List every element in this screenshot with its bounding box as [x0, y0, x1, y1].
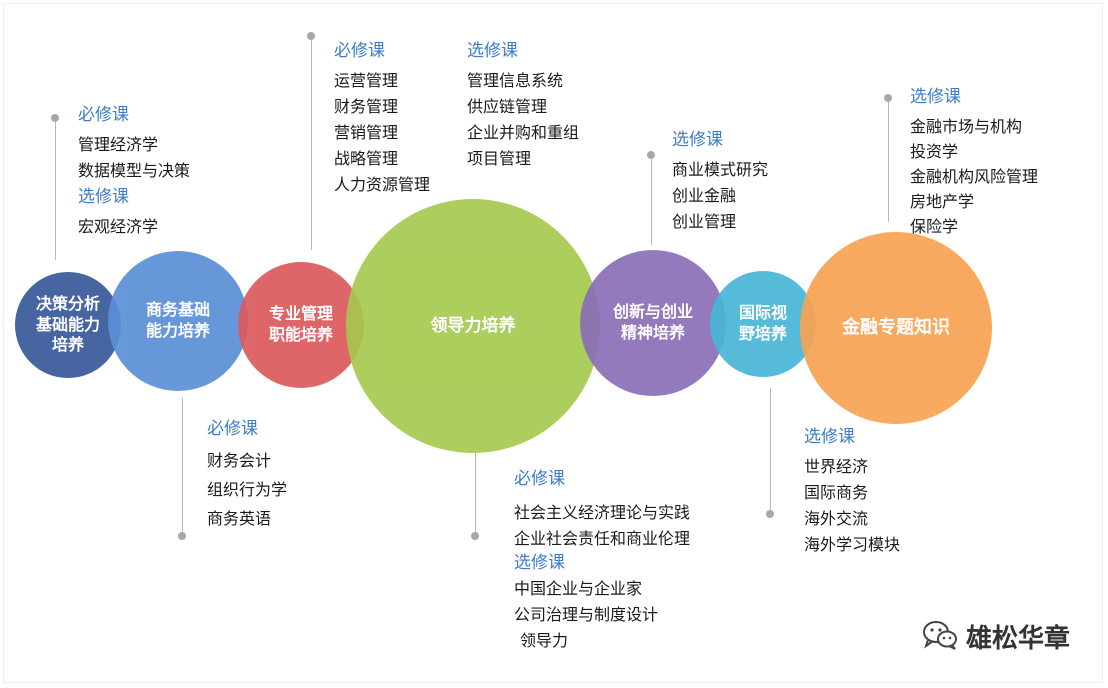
- watermark-text: 雄松华章: [966, 624, 1071, 654]
- business-course-list: 必修课 财务会计 组织行为学 商务英语: [207, 418, 287, 533]
- circle-business-foundation: 商务基础 能力培养: [108, 251, 248, 391]
- international-course-list: 选修课 世界经济 国际商务 海外交流 海外学习模块: [804, 426, 900, 558]
- course-item: 项目管理: [467, 149, 532, 168]
- connector-line: [475, 452, 476, 536]
- course-item: 房地产学: [910, 192, 975, 211]
- course-item: 商业模式研究: [672, 160, 769, 179]
- course-item: 创业管理: [672, 212, 737, 231]
- course-item: 世界经济: [804, 457, 869, 476]
- innovation-course-list: 选修课 商业模式研究 创业金融 创业管理: [672, 129, 768, 235]
- course-type-header: 必修课: [207, 419, 258, 439]
- watermark: 雄松华章: [922, 618, 1070, 655]
- course-item: 创业金融: [672, 186, 737, 205]
- wechat-icon: [922, 620, 958, 654]
- course-item: 保险学: [910, 217, 959, 236]
- course-item: 战略管理: [334, 149, 399, 168]
- finance-course-list: 选修课 金融市场与机构 投资学 金融机构风险管理 房地产学 保险学: [910, 86, 1038, 239]
- connector-dot: [884, 94, 892, 102]
- circle-leadership: 领导力培养: [346, 199, 600, 453]
- course-type-header: 选修课: [467, 41, 518, 61]
- course-type-header: 必修课: [334, 41, 385, 61]
- circle-finance: 金融专题知识: [800, 232, 992, 424]
- course-item: 企业并购和重组: [467, 123, 580, 142]
- decision-course-list: 必修课 管理经济学 数据模型与决策 选修课 宏观经济学: [78, 104, 190, 240]
- circle-decision-analysis: 决策分析 基础能力 培养: [15, 272, 121, 378]
- diagram-frame: [3, 3, 1103, 683]
- connector-line: [888, 98, 889, 222]
- connector-line: [311, 36, 312, 250]
- course-item: 组织行为学: [207, 480, 288, 499]
- connector-dot: [307, 32, 315, 40]
- professional-elective-list: 选修课 管理信息系统 供应链管理 企业并购和重组 项目管理: [467, 40, 579, 172]
- circle-label: 金融专题知识: [842, 317, 950, 339]
- course-item: 管理信息系统: [467, 71, 564, 90]
- circle-label: 国际视 野培养: [738, 303, 787, 343]
- course-type-header: 选修课: [804, 427, 855, 447]
- course-type-header: 选修课: [672, 130, 723, 150]
- connector-dot: [766, 510, 774, 518]
- course-type-header: 选修课: [514, 553, 565, 573]
- course-item: 公司治理与制度设计: [514, 605, 659, 624]
- course-item: 中国企业与企业家: [514, 579, 643, 598]
- professional-required-list: 必修课 运营管理 财务管理 营销管理 战略管理 人力资源管理: [334, 40, 430, 198]
- course-item: 海外交流: [804, 509, 869, 528]
- circle-professional-management: 专业管理 职能培养: [238, 262, 364, 388]
- course-item: 金融市场与机构: [910, 117, 1023, 136]
- connector-dot: [51, 114, 59, 122]
- course-item: 数据模型与决策: [78, 161, 191, 180]
- circle-label: 专业管理 职能培养: [268, 304, 333, 344]
- course-item: 社会主义经济理论与实践: [514, 503, 691, 522]
- course-item: 海外学习模块: [804, 535, 901, 554]
- connector-dot: [471, 532, 479, 540]
- course-item: 管理经济学: [78, 135, 159, 154]
- connector-line: [770, 388, 771, 514]
- connector-dot: [178, 532, 186, 540]
- circle-international: 国际视 野培养: [710, 271, 816, 377]
- course-type-header: 选修课: [910, 87, 961, 107]
- course-item: 财务会计: [207, 451, 272, 470]
- course-item: 金融机构风险管理: [910, 167, 1039, 186]
- course-item: 财务管理: [334, 97, 399, 116]
- circle-label: 领导力培养: [430, 315, 516, 336]
- course-item: 企业社会责任和商业伦理: [514, 529, 691, 548]
- circle-label: 商务基础 能力培养: [145, 300, 210, 340]
- course-item: 运营管理: [334, 71, 399, 90]
- circle-innovation: 创新与创业 精神培养: [580, 250, 726, 396]
- connector-dot: [647, 151, 655, 159]
- course-item: 领导力: [520, 631, 569, 650]
- course-item: 供应链管理: [467, 97, 548, 116]
- course-item: 人力资源管理: [334, 175, 431, 194]
- course-item: 国际商务: [804, 483, 869, 502]
- leadership-course-list: 必修课 社会主义经济理论与实践 企业社会责任和商业伦理 选修课 中国企业与企业家…: [514, 468, 690, 654]
- course-item: 营销管理: [334, 123, 399, 142]
- course-type-header: 选修课: [78, 187, 129, 207]
- connector-line: [182, 398, 183, 536]
- course-type-header: 必修课: [514, 469, 565, 489]
- course-item: 宏观经济学: [78, 217, 159, 236]
- course-type-header: 必修课: [78, 105, 129, 125]
- connector-line: [55, 118, 56, 260]
- circle-label: 创新与创业 精神培养: [612, 302, 693, 342]
- circle-label: 决策分析 基础能力 培养: [35, 293, 100, 355]
- connector-line: [651, 155, 652, 245]
- course-item: 投资学: [910, 142, 959, 161]
- course-item: 商务英语: [207, 509, 272, 528]
